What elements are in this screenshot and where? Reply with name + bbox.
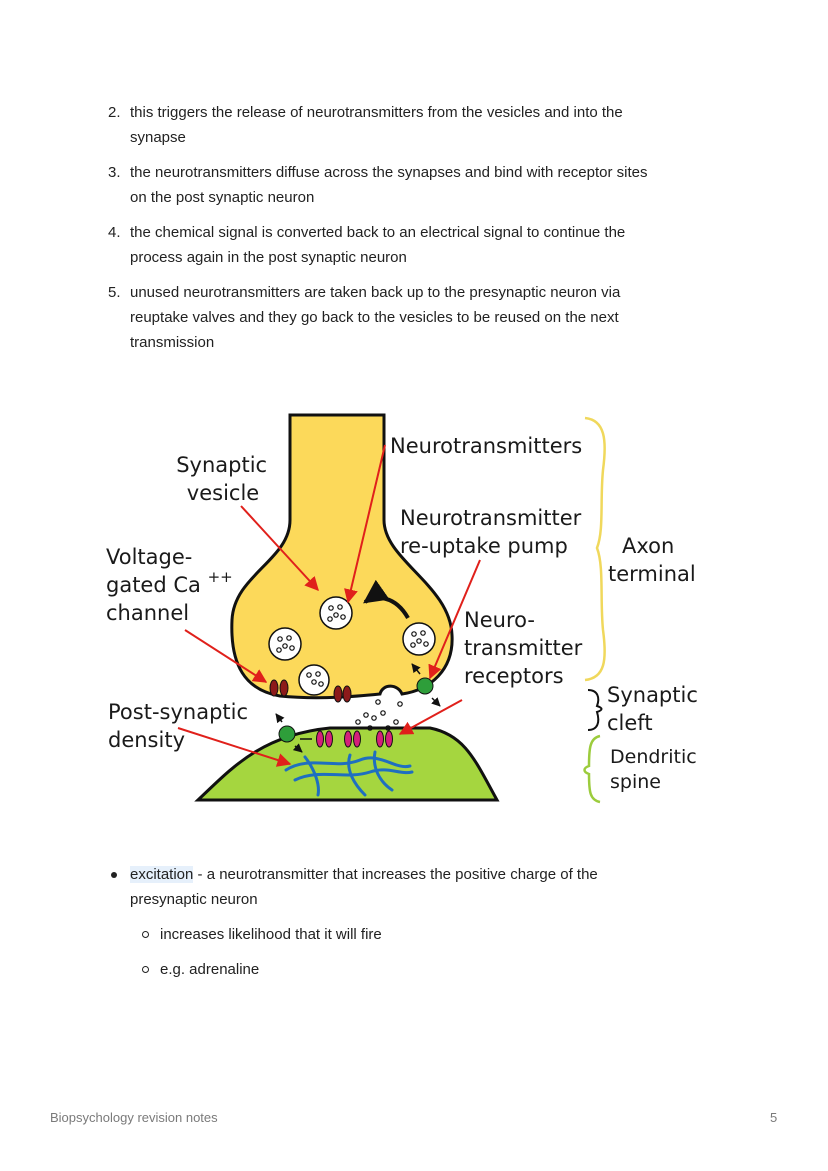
- step-text: unused neurotransmitters are taken back …: [130, 284, 621, 351]
- label-neurotransmitters: Neurotransmitters: [390, 434, 582, 458]
- footer-title: Biopsychology revision notes: [50, 1110, 218, 1125]
- step-number: 2.: [108, 104, 121, 121]
- arrow-voltage-channel: [184, 629, 268, 683]
- step-item: 3. the neurotransmitters diffuse across …: [108, 160, 728, 210]
- step-item: 5. unused neurotransmitters are taken ba…: [108, 280, 728, 355]
- bullet-text: excitation - a neurotransmitter that inc…: [130, 866, 598, 908]
- arrow-neurotransmitters: [344, 444, 386, 604]
- bullet-item: excitation - a neurotransmitter that inc…: [108, 862, 728, 912]
- sub-bullet-item: increases likelihood that it will fire: [108, 922, 728, 947]
- step-number: 5.: [108, 284, 121, 301]
- step-number: 4.: [108, 224, 121, 241]
- label-receptors: Neuro- transmitter receptors: [464, 608, 589, 688]
- highlighted-term: excitation: [130, 866, 194, 883]
- numbered-steps: 2. this triggers the release of neurotra…: [108, 100, 728, 365]
- sub-bullet-text: increases likelihood that it will fire: [160, 926, 382, 943]
- step-text: this triggers the release of neurotransm…: [130, 104, 623, 146]
- sub-bullet-item: e.g. adrenaline: [108, 957, 728, 982]
- bullet-icon: [111, 872, 117, 878]
- step-text: the chemical signal is converted back to…: [130, 224, 626, 266]
- bullet-list: excitation - a neurotransmitter that inc…: [108, 862, 728, 982]
- arrow-synaptic-vesicle: [240, 505, 319, 592]
- label-voltage-gated-channel: Voltage- gated Ca ++ channel: [106, 545, 239, 625]
- step-item: 4. the chemical signal is converted back…: [108, 220, 728, 270]
- arrow-post-synaptic-density: [177, 727, 292, 767]
- label-dendritic-spine: Dendritic spine: [610, 746, 703, 793]
- sub-bullet-text: e.g. adrenaline: [160, 961, 260, 978]
- receptor-icon: [316, 730, 393, 748]
- cleft-neurotransmitters-icon: [355, 699, 403, 731]
- arrow-receptors: [398, 699, 463, 735]
- label-post-synaptic-density: Post-synaptic density: [108, 700, 255, 752]
- axon-terminal-shape: [230, 413, 454, 700]
- step-number: 3.: [108, 164, 121, 181]
- dendritic-spine-brace: [583, 734, 601, 804]
- synaptic-cleft-brace: [587, 689, 603, 731]
- label-axon-terminal: Axon terminal: [608, 534, 696, 586]
- axon-terminal-brace: [584, 416, 606, 682]
- arrow-reuptake-pump: [428, 559, 481, 680]
- recycle-arrow-icon: [363, 579, 410, 620]
- sub-bullet-icon: [142, 931, 149, 938]
- vesicle-contents-icon: [276, 604, 429, 687]
- sub-bullet-icon: [142, 966, 149, 973]
- label-reuptake-pump: Neurotransmitter re-uptake pump: [400, 506, 588, 558]
- label-synaptic-vesicle: Synaptic vesicle: [176, 453, 274, 505]
- synapse-diagram: Synaptic vesicle Neurotransmitters Neuro…: [106, 413, 705, 804]
- step-item: 2. this triggers the release of neurotra…: [108, 100, 728, 150]
- label-synaptic-cleft: Synaptic cleft: [607, 683, 705, 735]
- reuptake-pump-icon: [278, 725, 296, 743]
- calcium-channel-icon: [269, 679, 352, 703]
- page-number: 5: [770, 1110, 778, 1125]
- reuptake-pump-icon: [416, 677, 434, 695]
- step-text: the neurotransmitters diffuse across the…: [130, 164, 648, 206]
- post-synaptic-density-icon: [284, 750, 414, 797]
